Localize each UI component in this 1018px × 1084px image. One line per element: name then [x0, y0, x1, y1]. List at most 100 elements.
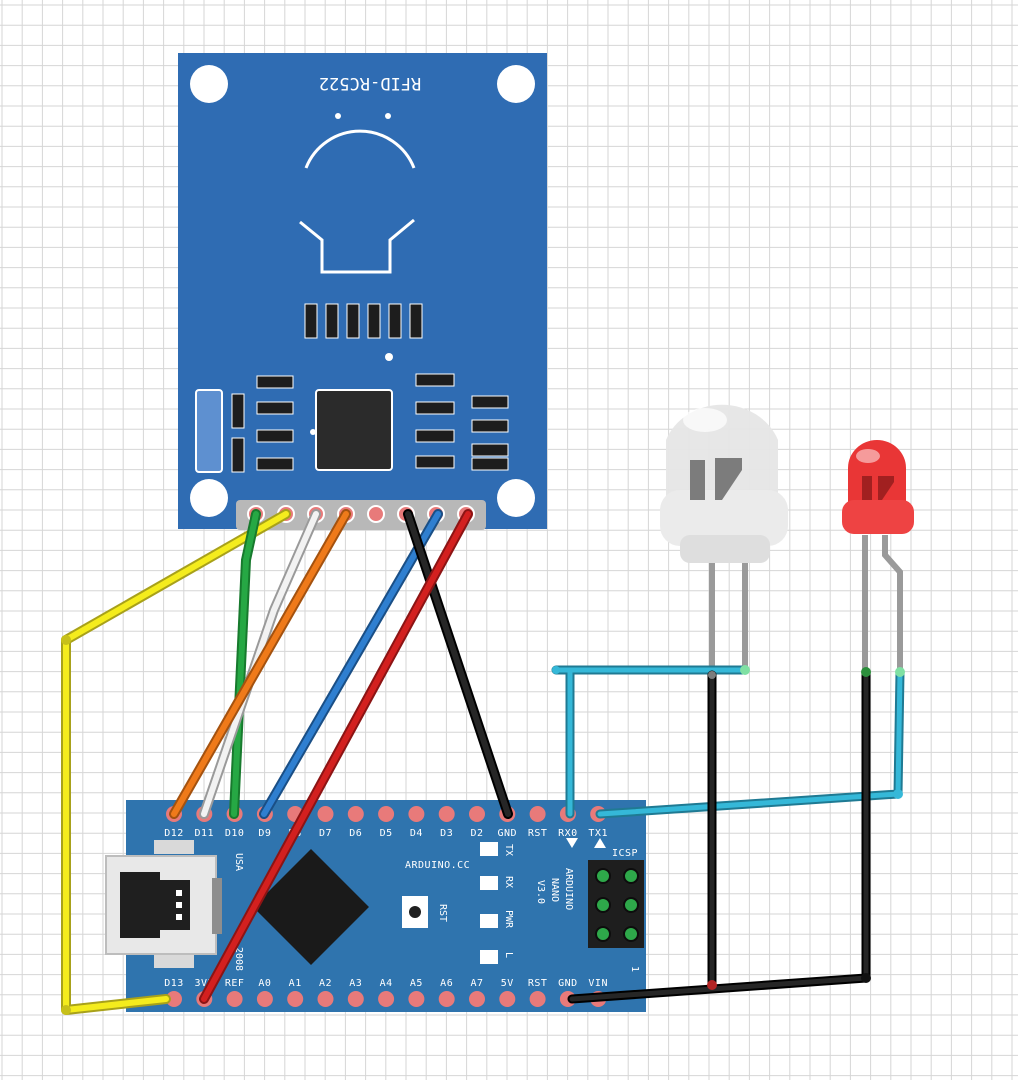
tx-arrow	[594, 838, 606, 848]
nano-top-pin-label: RX0	[558, 828, 578, 839]
brand-label: ARDUINO.CC	[405, 860, 470, 871]
nano-top-pin-label: D9	[258, 828, 271, 839]
nano-bottom-pin	[287, 991, 304, 1007]
arduino-nano: USA 2008 ARDUINO.CC TX RX PWR L RST ARDU…	[105, 800, 646, 1012]
rfid-pin	[367, 505, 385, 523]
nano-bottom-pin-label: 3V3	[195, 978, 215, 989]
nano-top-pin-label: GND	[498, 828, 518, 839]
marker-dot	[385, 353, 393, 361]
icsp-pin	[595, 926, 611, 942]
smd-components	[231, 373, 509, 473]
icsp-label: ICSP	[612, 848, 638, 859]
nano-bottom-pin	[499, 991, 516, 1007]
nano-bottom-pin-label: A3	[349, 978, 362, 989]
nano-bottom-pin	[469, 991, 485, 1007]
nano-top-pin	[317, 806, 334, 822]
nano-bottom-pin	[529, 991, 546, 1007]
wire-junction	[861, 973, 871, 983]
icsp-pin	[623, 926, 639, 942]
nano-bottom-pin	[347, 991, 364, 1007]
nano-top-pin	[469, 806, 485, 822]
nano-top-pin	[347, 806, 364, 822]
wire-bend	[61, 1005, 71, 1015]
nano-bottom-pin-label: A1	[289, 978, 302, 989]
wire-end	[740, 665, 750, 675]
wire-yellow-core	[63, 511, 289, 1013]
nano-top-pin	[378, 806, 395, 822]
icsp-pins	[595, 868, 639, 942]
nano-top-pin-label: TX1	[588, 828, 608, 839]
nano-bottom-pin-label: A2	[319, 978, 332, 989]
smd-pads	[304, 303, 423, 339]
wires	[61, 509, 905, 1015]
nano-bottom-pin-label: RST	[528, 978, 548, 989]
nano-top-pin-label: D2	[470, 828, 483, 839]
wire-bend	[61, 635, 71, 645]
model-line-3: V3.0	[535, 880, 546, 904]
nano-bottom-pin	[408, 991, 425, 1007]
nano-bottom-pin-label: A0	[258, 978, 271, 989]
nano-bottom-pin-label: D13	[164, 978, 184, 989]
icsp-pin	[595, 897, 611, 913]
model-line-2: NANO	[549, 878, 560, 902]
rfid-chip	[315, 389, 393, 471]
mcu-chip	[253, 849, 369, 965]
mount-hole	[497, 479, 535, 517]
icsp-pin-one: 1	[629, 966, 640, 973]
nano-bottom-pin-label: REF	[225, 978, 245, 989]
antenna-icon	[299, 113, 416, 274]
nano-top-pin-label: D7	[319, 828, 332, 839]
white-led	[660, 404, 788, 675]
led-label-l: L	[503, 952, 514, 958]
nano-top-pin-label: D6	[349, 828, 362, 839]
nano-bottom-pin-label: A6	[440, 978, 453, 989]
nano-bottom-pin-label: A4	[380, 978, 393, 989]
reset-button-cap	[409, 906, 421, 918]
nano-bottom-pin-label: 5V	[501, 978, 514, 989]
nano-top-pin-label: D10	[225, 828, 245, 839]
nano-bottom-pin-label: A5	[410, 978, 423, 989]
wire-black-core	[405, 511, 511, 817]
year-label: 2008	[233, 947, 244, 971]
nano-top-pin-label: D4	[410, 828, 423, 839]
usb-connector	[105, 840, 222, 968]
nano-top-pin	[408, 806, 425, 822]
led-label-tx: TX	[503, 844, 514, 856]
nano-bottom-pin	[256, 991, 273, 1007]
nano-bottom-pin	[378, 991, 395, 1007]
wire-red-core	[201, 511, 471, 1002]
chip-dot	[310, 429, 316, 435]
nano-top-pin-label: D3	[440, 828, 453, 839]
rfid-header	[236, 500, 486, 530]
nano-top-pin-label: D5	[380, 828, 393, 839]
red-led	[842, 440, 914, 670]
mount-hole	[497, 65, 535, 103]
led-label-rx: RX	[503, 876, 514, 888]
nano-top-pin-label: D11	[195, 828, 215, 839]
nano-bottom-pin	[438, 991, 455, 1007]
model-line-1: ARDUINO	[563, 868, 574, 910]
mount-hole	[190, 479, 228, 517]
wire-bend	[893, 789, 903, 799]
wire-end	[895, 667, 905, 677]
led-label-pwr: PWR	[503, 910, 514, 929]
rx-arrow	[566, 838, 578, 848]
wire-white-core	[201, 511, 319, 817]
nano-top-pin	[438, 806, 455, 822]
nano-bottom-pin-label: GND	[558, 978, 578, 989]
wire-blue-core	[261, 511, 441, 817]
wire-cyan-rx-core	[553, 667, 748, 817]
usb-label: USA	[233, 853, 244, 871]
icsp-pin	[623, 868, 639, 884]
wire-bend	[552, 666, 560, 674]
nano-bottom-pin-label: VIN	[588, 978, 608, 989]
nano-bottom-pin	[226, 991, 243, 1007]
nano-top-pin	[529, 806, 546, 822]
nano-top-pin-label: RST	[528, 828, 548, 839]
rfid-label: RFID-RC522	[319, 73, 421, 93]
icsp-pin	[623, 897, 639, 913]
mount-hole	[190, 65, 228, 103]
